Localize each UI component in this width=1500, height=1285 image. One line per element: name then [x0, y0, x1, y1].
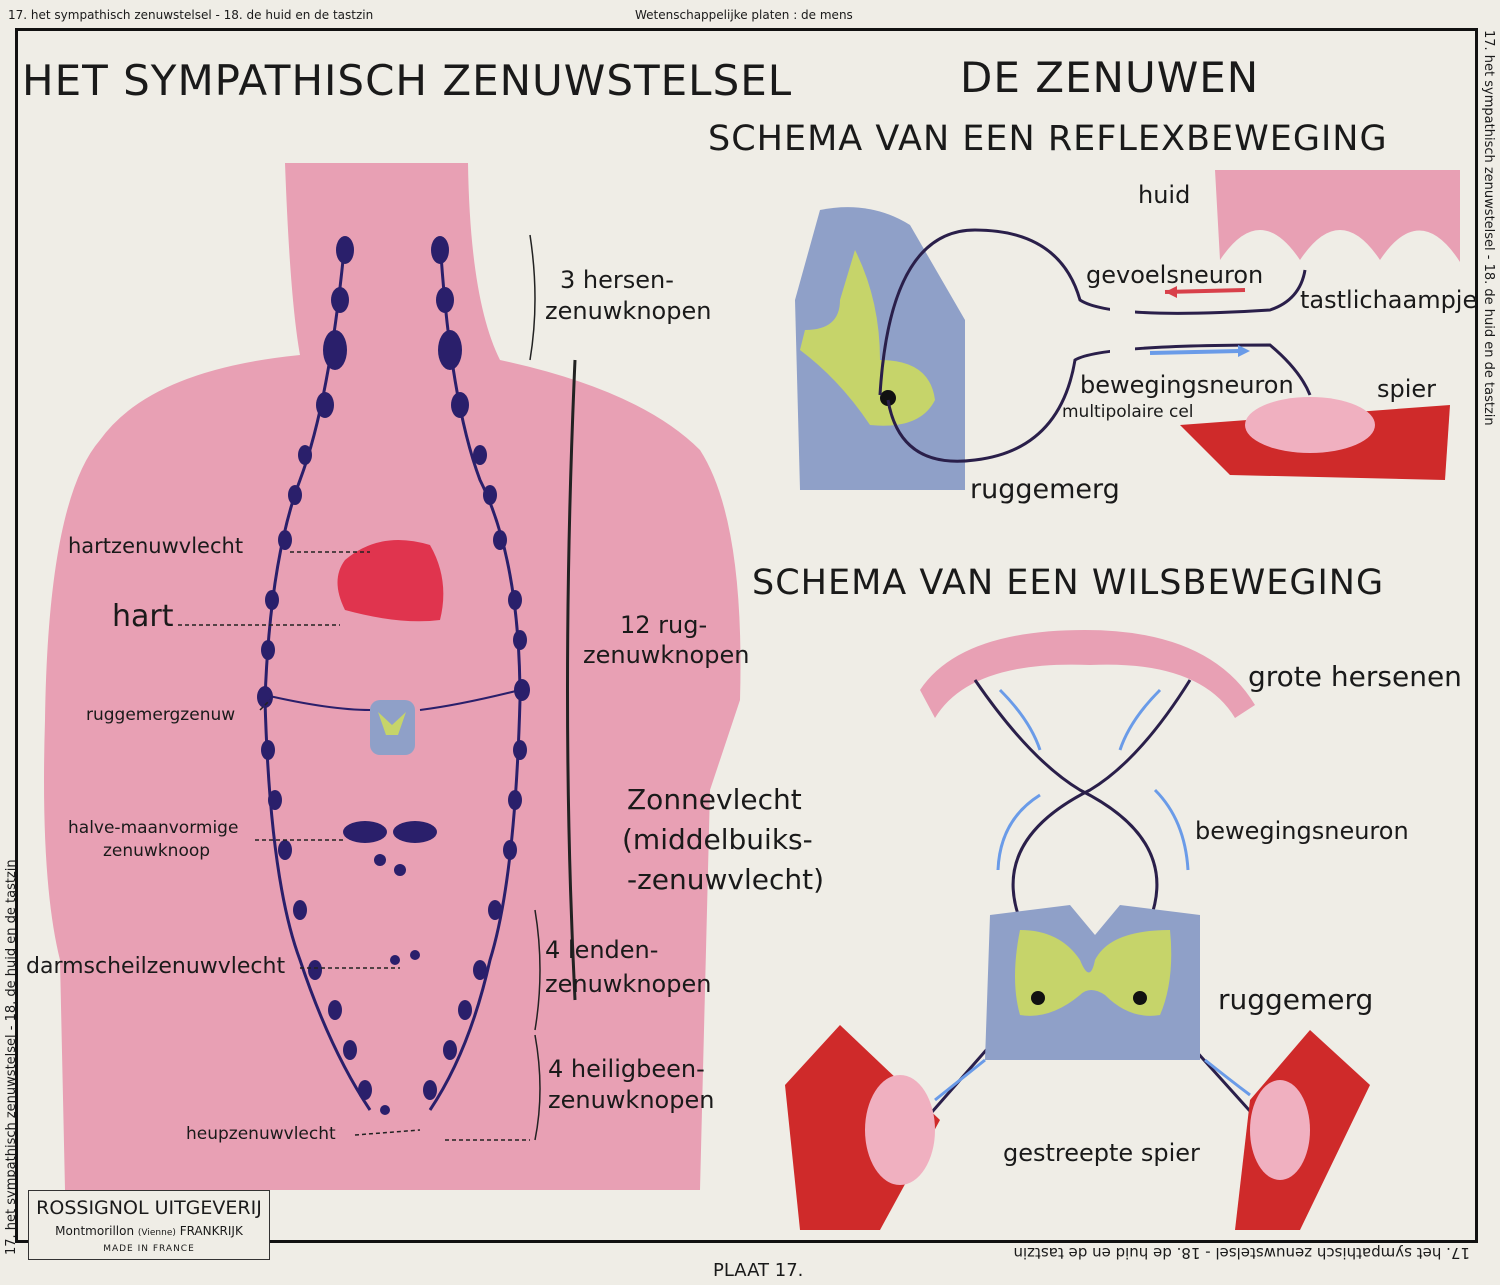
label-wils-bewegingsneuron: bewegingsneuron [1195, 817, 1409, 845]
ganglia [257, 236, 530, 1115]
label-multipolaire-cel: multipolaire cel [1062, 402, 1194, 422]
brackets [178, 234, 577, 1141]
label-zonne-2: (middelbuiks- [622, 823, 813, 856]
reflex-neurons [878, 228, 1312, 463]
poster-frame [15, 28, 1478, 1243]
label-heilig-2: zenuwknopen [548, 1086, 715, 1114]
label-grote-hersenen: grote hersenen [1248, 660, 1462, 693]
torso [44, 163, 741, 1190]
label-tastlichaampje: tastlichaampje [1300, 286, 1478, 314]
label-huid: huid [1138, 181, 1191, 209]
label-zonne-3: -zenuwvlecht) [627, 863, 825, 896]
publisher-box: ROSSIGNOL UITGEVERIJ Montmorillon (Vienn… [28, 1190, 270, 1260]
publisher-country: FRANKRIJK [179, 1224, 243, 1238]
left-title: HET SYMPATHISCH ZENUWSTELSEL [22, 56, 793, 105]
publisher-region: (Vienne) [137, 1228, 176, 1238]
label-hart: hart [112, 599, 174, 634]
label-reflex-ruggemerg: ruggemerg [970, 474, 1120, 505]
wils-title: SCHEMA VAN EEN WILSBEWEGING [752, 563, 1385, 603]
label-heup: heupzenuwvlecht [186, 1124, 336, 1144]
label-spier: spier [1377, 375, 1437, 403]
label-lenden-2: zenuwknopen [545, 970, 712, 998]
label-wils-ruggemerg: ruggemerg [1218, 983, 1374, 1016]
made-in: MADE IN FRANCE [103, 1244, 195, 1254]
top-margin-text: 17. het sympathisch zenuwstelsel - 18. d… [8, 8, 374, 22]
label-gestreepte-spier: gestreepte spier [1003, 1139, 1200, 1167]
label-reflex-bewegingsneuron: bewegingsneuron [1080, 371, 1294, 399]
label-halve-1: halve-maanvormige [68, 818, 239, 838]
label-heilig-1: 4 heiligbeen- [548, 1055, 705, 1083]
right-title: DE ZENUWEN [960, 53, 1260, 102]
sensory-arrow [1164, 288, 1246, 294]
voluntary-neurons [923, 679, 1260, 1122]
label-darmscheil: darmscheilzenuwvlecht [26, 954, 286, 979]
voluntary-spinal-cord [985, 905, 1200, 1060]
motor-arrow [1149, 349, 1241, 355]
mini-spinal-cord [370, 700, 415, 755]
reflex-title: SCHEMA VAN EEN REFLEXBEWEGING [708, 119, 1388, 159]
publisher-name: ROSSIGNOL UITGEVERIJ [36, 1197, 262, 1219]
label-hersen-1: 3 hersen- [560, 266, 674, 294]
label-rug-2: zenuwknopen [583, 641, 750, 669]
label-rug-1: 12 rug- [620, 611, 708, 639]
skin-section [1215, 170, 1460, 262]
label-zonne-1: Zonnevlecht [627, 783, 802, 816]
blue-arrows [934, 688, 1251, 1102]
label-hartzenuwvlecht: hartzenuwvlecht [68, 534, 244, 558]
label-lenden-1: 4 lenden- [545, 936, 659, 964]
series-title: Wetenschappelijke platen : de mens [635, 8, 853, 22]
label-hersen-2: zenuwknopen [545, 297, 712, 325]
plate-number: PLAAT 17. [713, 1260, 804, 1281]
label-ruggemergzenuw: ruggemergzenuw [86, 705, 236, 725]
label-halve-2: zenuwknoop [103, 841, 211, 861]
publisher-city: Montmorillon [55, 1224, 135, 1238]
publisher-address: Montmorillon (Vienne) FRANKRIJK [29, 1224, 269, 1238]
nerve-break [1110, 305, 1135, 355]
brain-cortex [920, 630, 1255, 718]
label-gevoelsneuron: gevoelsneuron [1086, 261, 1264, 289]
heart [337, 540, 444, 622]
reflex-spinal-cord [795, 207, 965, 490]
